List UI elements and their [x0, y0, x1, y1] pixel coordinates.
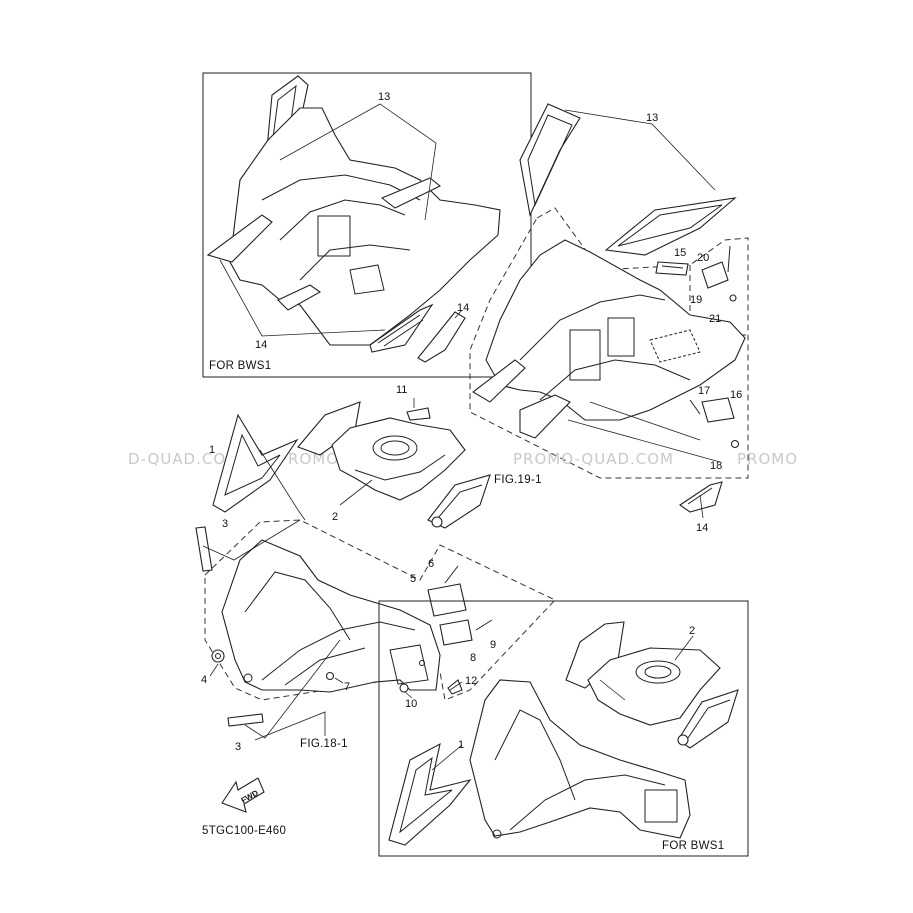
ref-fig-18-1: FIG.18-1 — [300, 738, 348, 750]
storage-box — [569, 329, 601, 381]
drawing-code: 5TGC100-E460 — [202, 825, 286, 837]
watermark-text-4: PROMO — [737, 450, 798, 468]
screw-7 — [325, 671, 335, 681]
callout-1-inset: 1 — [458, 739, 464, 751]
plate-5 — [427, 583, 467, 617]
tank-cover — [331, 417, 466, 501]
callout-13-inset: 13 — [378, 91, 390, 103]
callout-1: 1 — [209, 444, 215, 456]
callout-3-upper: 3 — [222, 518, 228, 530]
callout-8: 8 — [470, 652, 476, 664]
front-fender-inset — [469, 679, 691, 839]
decal-11 — [406, 407, 431, 421]
callout-3-lower: 3 — [235, 741, 241, 753]
tank-cover-group: 1 2 11 — [209, 384, 491, 529]
callout-10: 10 — [405, 698, 417, 710]
callout-17: 17 — [698, 385, 710, 397]
side-decal-left — [297, 401, 361, 456]
screw-17 — [689, 399, 701, 415]
plate-8 — [439, 619, 473, 646]
screw-20 — [727, 245, 731, 273]
side-cover-left — [472, 359, 526, 403]
nut-21 — [729, 294, 737, 302]
inset-frame-front — [378, 600, 749, 857]
callout-6: 6 — [428, 558, 434, 570]
callout-12: 12 — [465, 675, 477, 687]
inset-rear-fender-bws1: 13 14 FOR BWS1 — [202, 72, 532, 378]
callout-15: 15 — [674, 247, 686, 259]
callout-14-upper: 14 — [457, 302, 469, 314]
plate-19 — [701, 261, 729, 289]
watermark-text-1: D-QUAD.COM — [128, 450, 240, 468]
callout-5: 5 — [410, 573, 416, 585]
inset-front-bws1: 1 2 FOR BWS1 — [378, 600, 749, 857]
side-decal-left-inset — [565, 621, 625, 689]
tank-cover-inset — [587, 647, 721, 726]
nut-18 — [730, 439, 740, 449]
callout-13: 13 — [646, 112, 658, 124]
callout-14-lower: 14 — [696, 522, 708, 534]
front-fender-assembly: 3 3 4 5 6 7 8 9 10 12 FIG.18-1 — [195, 518, 556, 753]
ref-fig-19-1: FIG.19-1 — [494, 474, 542, 486]
screw-9 — [475, 619, 493, 631]
callout-11: 11 — [396, 384, 407, 396]
rear-fender-assembly: 13 14 14 15 16 17 18 19 20 21 FIG.19-1 — [417, 103, 749, 534]
inset-frame — [202, 72, 532, 378]
decal-13-right-piece — [604, 197, 737, 256]
decal-14-lower — [679, 481, 723, 513]
callout-21: 21 — [709, 313, 721, 325]
callout-19: 19 — [690, 294, 702, 306]
decal-14-upper — [417, 311, 466, 363]
callout-18: 18 — [710, 460, 722, 472]
caption-for-bws1-top: FOR BWS1 — [209, 360, 271, 372]
plate-16 — [701, 397, 735, 423]
callout-20: 20 — [697, 252, 709, 264]
side-cover-left-inset — [206, 214, 273, 263]
callout-2-inset: 2 — [689, 625, 695, 637]
decal-13-left-piece — [519, 103, 581, 217]
nut-10 — [399, 683, 409, 693]
decal-3-lower — [227, 713, 264, 727]
rivet-4 — [211, 649, 225, 663]
callout-14-inset: 14 — [255, 339, 267, 351]
front-fender — [221, 539, 441, 693]
callout-7: 7 — [344, 681, 350, 693]
decal-1 — [212, 413, 299, 513]
callout-9: 9 — [490, 639, 496, 651]
watermark-text-3: PROMO-QUAD.COM — [513, 450, 674, 468]
screw-6 — [444, 565, 459, 584]
decal-3-upper — [195, 526, 213, 572]
side-decal-right — [427, 474, 491, 529]
decal-15 — [655, 261, 689, 276]
assembly-outline-front — [204, 519, 556, 701]
callout-2: 2 — [332, 511, 338, 523]
callout-16: 16 — [730, 389, 742, 401]
fuel-cap-opening — [372, 435, 418, 461]
storage-box-inset — [317, 215, 351, 257]
fwd-indicator: FWD 5TGC100-E460 — [202, 777, 286, 837]
caption-for-bws1-bottom: FOR BWS1 — [662, 840, 724, 852]
callout-4: 4 — [201, 674, 207, 686]
side-decal-right-inset — [677, 689, 739, 749]
fwd-arrow — [221, 777, 265, 813]
